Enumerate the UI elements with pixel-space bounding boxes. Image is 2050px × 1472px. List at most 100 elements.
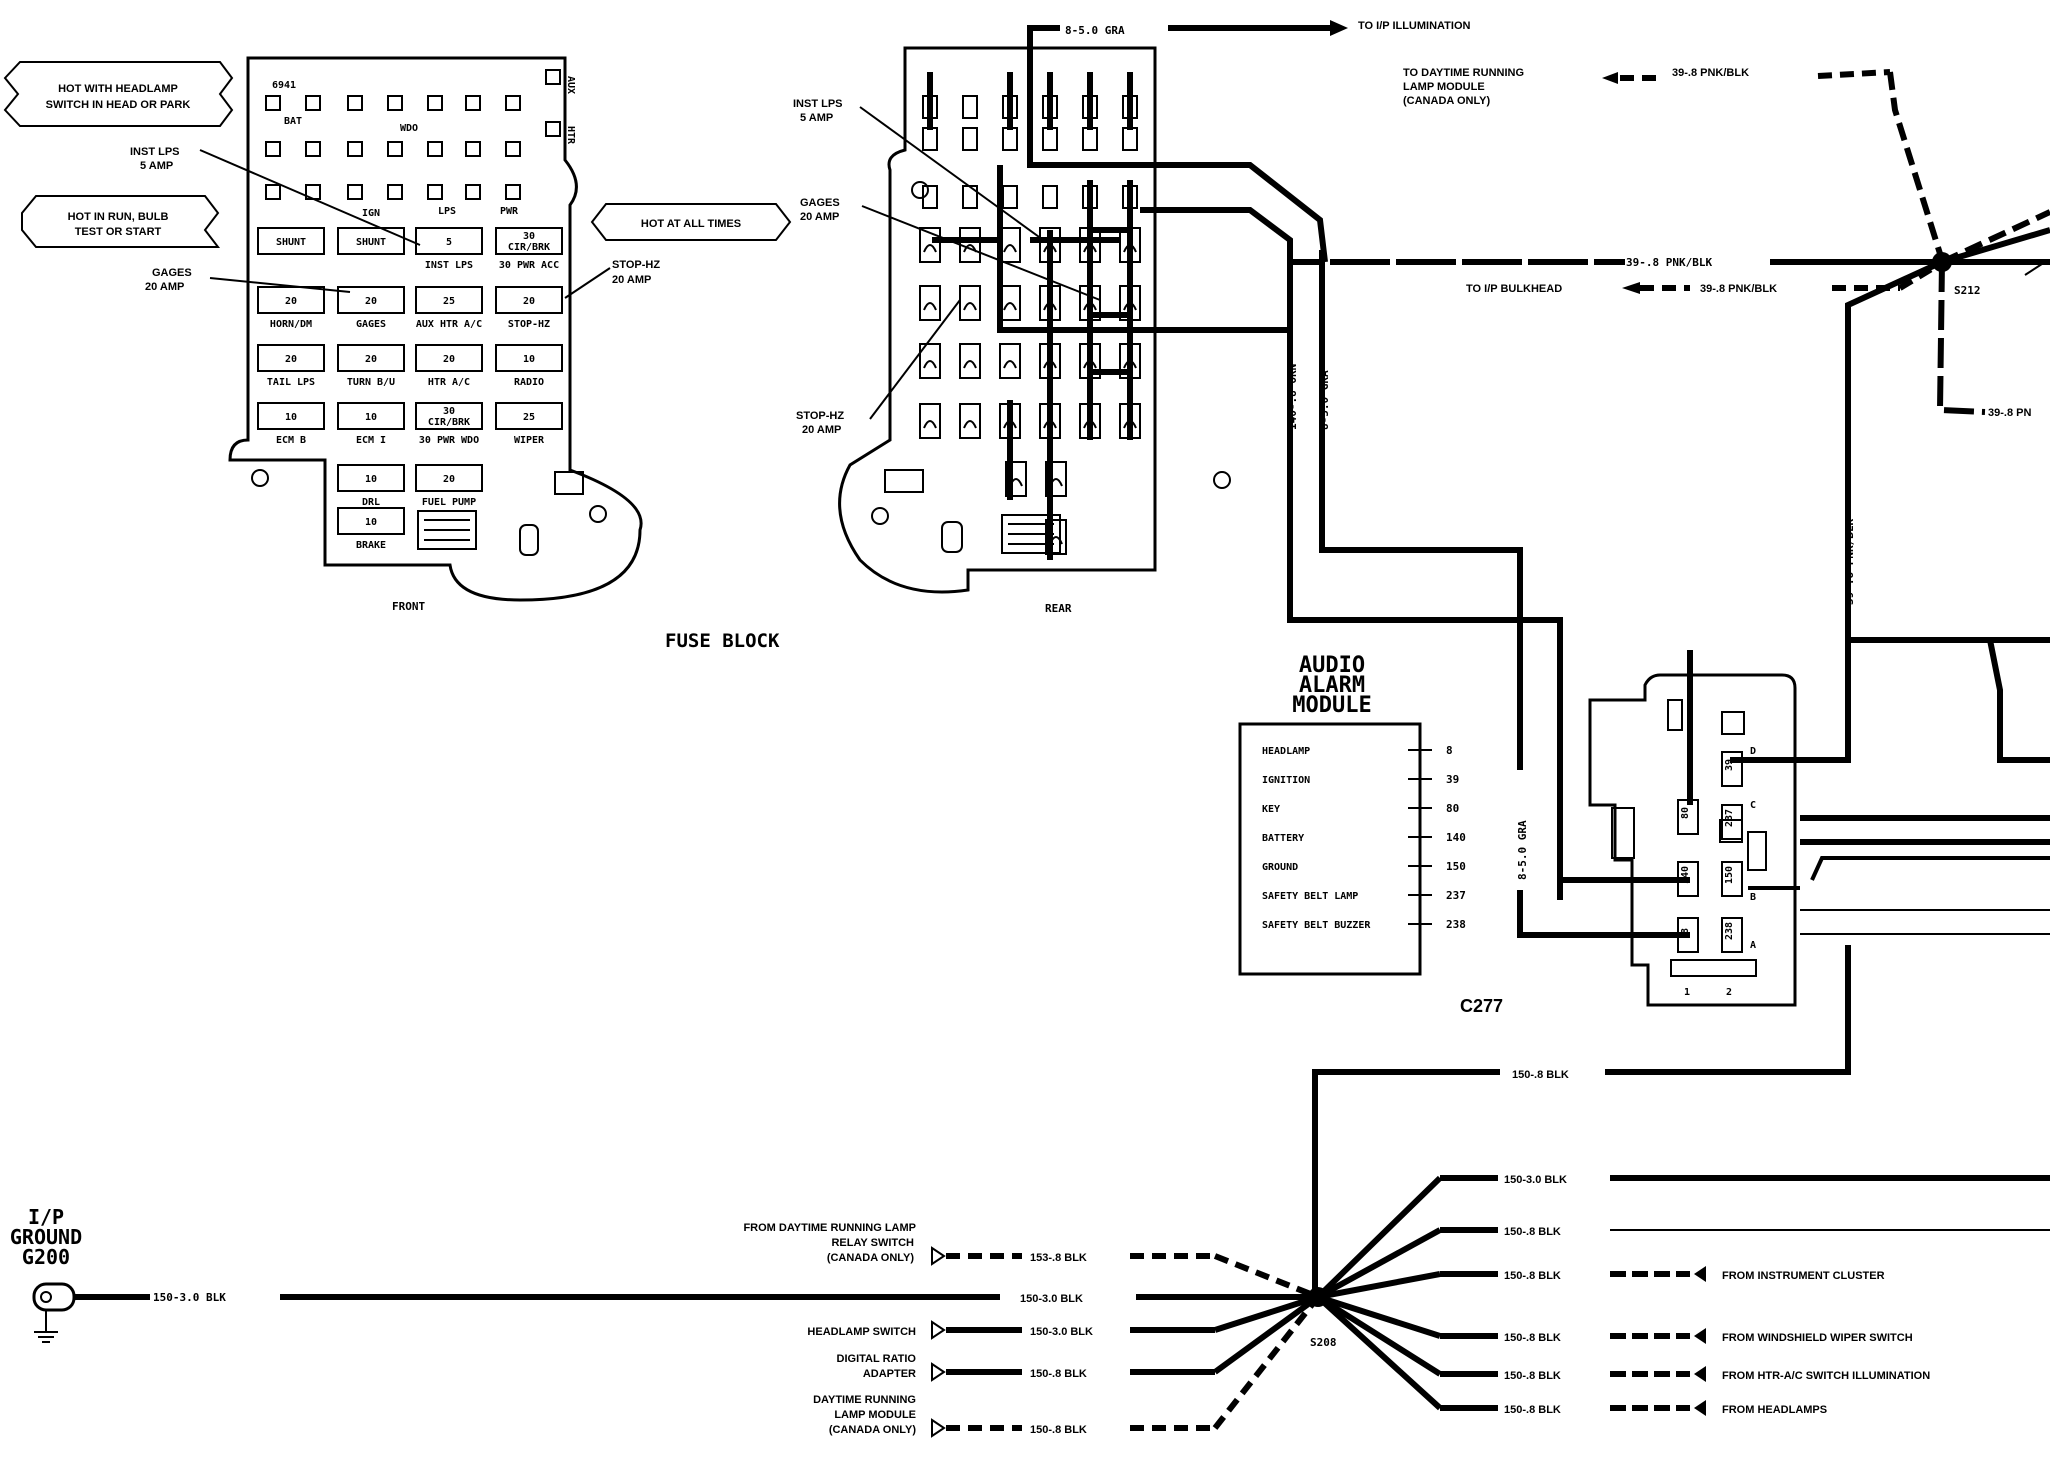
- c277-cell-label: 8: [1680, 928, 1691, 934]
- wire-label-8-vert2: 8-5.0 GRA: [1516, 820, 1529, 880]
- left-branch-source: DAYTIME RUNNING: [813, 1394, 916, 1406]
- wire-label-drl: 39-.8 PNK/BLK: [1672, 67, 1749, 79]
- front-fuse-amp: 20: [365, 354, 377, 365]
- right-branch-wire: 150-.8 BLK: [1504, 1270, 1561, 1282]
- c277-cell-label: 237: [1724, 809, 1735, 827]
- module-title-3: MODULE: [1292, 693, 1371, 718]
- front-stop-hz-pointer: [564, 267, 611, 299]
- rear-stop-hz-pointer: [869, 299, 961, 420]
- rear-contact: [922, 127, 938, 151]
- wire-label-39-vert: 39-.8 PNK/BLK: [1843, 519, 1856, 605]
- right-branch: 150-.8 BLK FROM INSTRUMENT CLUSTER: [1317, 1266, 1885, 1300]
- front-fuse-label: AUX HTR A/C: [416, 319, 482, 330]
- rear-fuse-slot: [919, 285, 941, 321]
- left-branch-wire: 150-.8 BLK: [1030, 1368, 1087, 1380]
- c277-cell: 237: [1721, 804, 1743, 840]
- front-stop-hz-amp: 20 AMP: [612, 274, 651, 286]
- front-fuse-label: STOP-HZ: [508, 319, 550, 330]
- label-wdo: WDO: [400, 123, 418, 134]
- front-fuse-amp: 20: [365, 296, 377, 307]
- callout-hot-all-times: HOT AT ALL TIMES: [590, 203, 792, 241]
- module-pin-name: SAFETY BELT LAMP: [1262, 891, 1358, 902]
- front-fuse-amp-sub: CIR/BRK: [428, 417, 470, 428]
- c277-cell-label: 39: [1724, 759, 1735, 771]
- right-branch-wire: 150-3.0 BLK: [1504, 1174, 1567, 1186]
- ground-g200: I/P GROUND G200 150-3.0 BLK 150-3.0 BLK …: [10, 1205, 1337, 1349]
- left-branch-wire: 150-.8 BLK: [1030, 1424, 1087, 1436]
- module-title-2: ALARM: [1299, 673, 1365, 698]
- front-fuse-amp: 20: [285, 296, 297, 307]
- drl-module-line3: (CANADA ONLY): [1403, 95, 1491, 107]
- rear-inst-lps-pointer: [859, 106, 1047, 243]
- front-fuse-amp-sub: CIR/BRK: [508, 242, 550, 253]
- module-pin-circuit: 237: [1446, 889, 1466, 902]
- c277-label: C277: [1460, 996, 1503, 1016]
- right-branch: 150-.8 BLK FROM HEADLAMPS: [1315, 1294, 1827, 1416]
- to-ip-illumination: TO I/P ILLUMINATION: [1358, 20, 1471, 32]
- front-fuse-amp: 20: [285, 354, 297, 365]
- module-pin-circuit: 39: [1446, 773, 1459, 786]
- rear-stop-hz-label: STOP-HZ: [796, 410, 844, 422]
- c277-letter-d: D: [1750, 746, 1756, 757]
- front-fuse-label: 30 PWR ACC: [499, 260, 559, 271]
- module-title-1: AUDIO: [1299, 653, 1365, 678]
- rear-gages-label: GAGES: [800, 197, 840, 209]
- front-fuse: SHUNT: [337, 227, 405, 255]
- rear-contact: [1042, 185, 1058, 209]
- ground-mid-wire: 150-3.0 BLK: [1020, 1293, 1083, 1305]
- ground-main-wire: 150-3.0 BLK: [153, 1291, 226, 1304]
- top-contact-rows: [265, 69, 561, 200]
- rear-fuse-slot: [919, 343, 941, 379]
- callout-hot-run-line1: HOT IN RUN, BULB: [68, 211, 169, 223]
- right-branch-dest: FROM INSTRUMENT CLUSTER: [1722, 1270, 1885, 1282]
- rear-inst-lps-label: INST LPS: [793, 98, 843, 110]
- arrow-icon: [931, 1320, 946, 1340]
- right-branch-wire: 150-.8 BLK: [1504, 1404, 1561, 1416]
- module-pin-circuit: 140: [1446, 831, 1466, 844]
- wire-harness-upper: [932, 20, 2050, 1305]
- rear-contact: [962, 127, 978, 151]
- front-gages-amp: 20 AMP: [145, 281, 184, 293]
- splice-s212: S212: [1954, 284, 1981, 297]
- c277-cell: 39: [1721, 751, 1743, 787]
- front-fuse-amp: 10: [285, 412, 297, 423]
- module-pin-name: IGNITION: [1262, 775, 1310, 786]
- front-fuse-label: ECM B: [276, 435, 306, 446]
- front-fuse-amp: 20: [523, 296, 535, 307]
- drl-module-line2: LAMP MODULE: [1403, 81, 1485, 93]
- left-branch-source: RELAY SWITCH: [831, 1237, 914, 1249]
- front-fuse-amp: 25: [443, 296, 455, 307]
- rear-contact: [1122, 127, 1138, 151]
- label-aux: AUX: [565, 76, 576, 94]
- ground-title-3: G200: [22, 1245, 70, 1269]
- front-fuse-label: RADIO: [514, 377, 544, 388]
- right-branch-dest: FROM HEADLAMPS: [1722, 1404, 1827, 1416]
- callout-hot-run-line2: TEST OR START: [75, 226, 162, 238]
- rear-fuse-slot: [959, 403, 981, 439]
- module-pin-circuit: 80: [1446, 802, 1459, 815]
- right-branch-wire: 150-.8 BLK: [1504, 1370, 1561, 1382]
- module-pin-name: BATTERY: [1262, 833, 1304, 844]
- wire-label-39-bulk: 39-.8 PNK/BLK: [1700, 283, 1777, 295]
- module-pin-circuit: 150: [1446, 860, 1466, 873]
- left-branch-source: (CANADA ONLY): [829, 1424, 917, 1436]
- label-ign: IGN: [362, 208, 380, 219]
- rear-contact: [1002, 185, 1018, 209]
- front-fuse-amp: 10: [523, 354, 535, 365]
- c277-cell: 238: [1721, 917, 1743, 953]
